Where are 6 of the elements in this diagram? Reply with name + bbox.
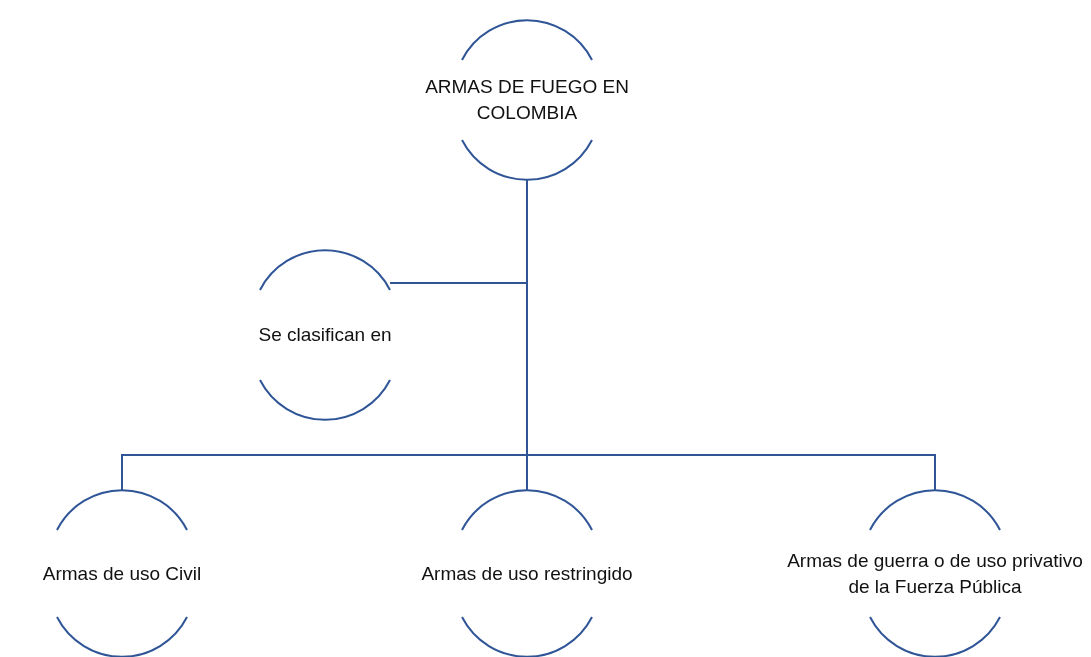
- connector-line: [526, 179, 936, 491]
- node-label: Armas de guerra o de uso privativo de la Fuerza Pública: [786, 548, 1084, 599]
- node-label: Se clasifican en: [257, 323, 393, 347]
- node-label: Armas de uso restringido: [420, 561, 634, 586]
- node-label: Armas de uso Civil: [41, 561, 203, 586]
- node-label: ARMAS DE FUEGO EN COLOMBIA: [424, 75, 630, 125]
